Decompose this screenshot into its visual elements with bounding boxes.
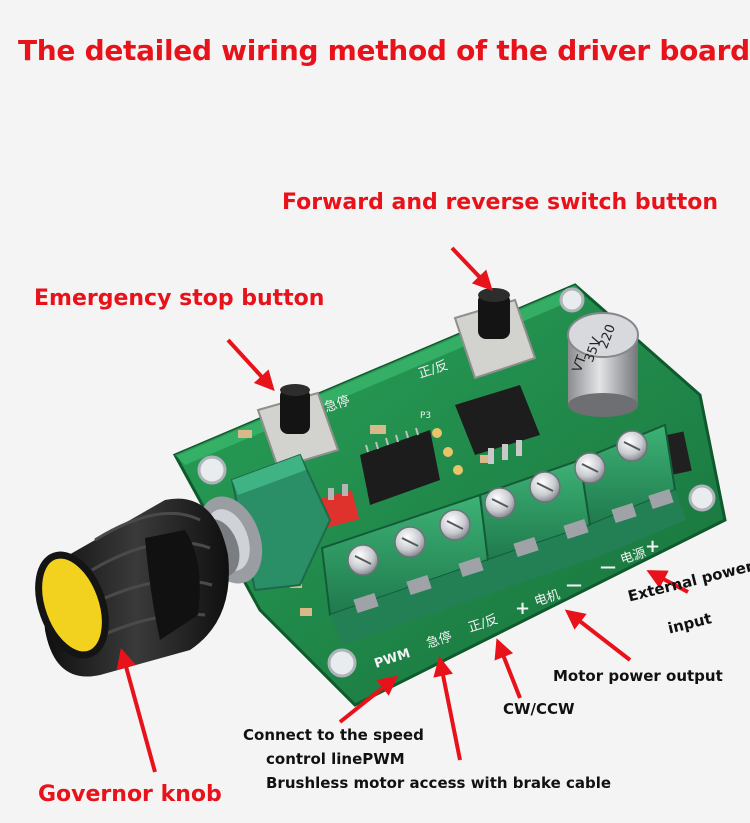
motor-power-output-label: Motor power output [553,667,723,685]
screw-icon[interactable] [394,526,426,558]
emergency-stop-label: Emergency stop button [34,286,325,311]
motor-minus-marking: — [566,575,582,594]
mounting-hole [559,287,585,313]
capacitor-icon: 220 35V VT [567,312,639,417]
governor-knob-label: Governor knob [38,782,222,807]
knob-yellow-cap [35,551,109,659]
forward-reverse-label: Forward and reverse switch button [282,190,719,215]
speed-control-label: Connect to the speed [243,726,424,744]
mounting-hole [197,455,227,485]
mounting-hole [327,648,357,678]
page-title: The detailed wiring method of the driver… [18,34,750,67]
screw-icon[interactable] [347,544,379,576]
estop-top-marking: 急停 [322,393,352,416]
forward-reverse-switch[interactable] [453,288,537,380]
ic-chip [360,427,440,505]
screw-icon[interactable] [529,471,561,503]
screw-icon[interactable] [616,430,648,462]
terminal-block-right [578,423,686,555]
governor-knob[interactable] [26,498,229,677]
motor-plus-marking: + [515,598,530,619]
screw-icon[interactable] [574,452,606,484]
p3-marking: P3 [420,411,431,421]
cw-ccw-label: CW/CCW [503,700,575,718]
speed-control-label-line2: control linePWM [266,750,405,768]
emergency-stop-switch[interactable] [256,384,340,470]
cap-series: VT [570,353,590,374]
mounting-hole [688,484,716,512]
power-plus-marking: + [645,536,660,557]
arrow-icon [116,246,689,773]
estop-board-marking: 急停 [424,629,454,652]
screw-icon[interactable] [484,487,516,519]
brushless-motor-label: Brushless motor access with brake cable [266,774,612,792]
screw-icon[interactable] [439,509,471,541]
power-minus-marking: — [600,557,616,576]
mosfet [455,385,540,464]
